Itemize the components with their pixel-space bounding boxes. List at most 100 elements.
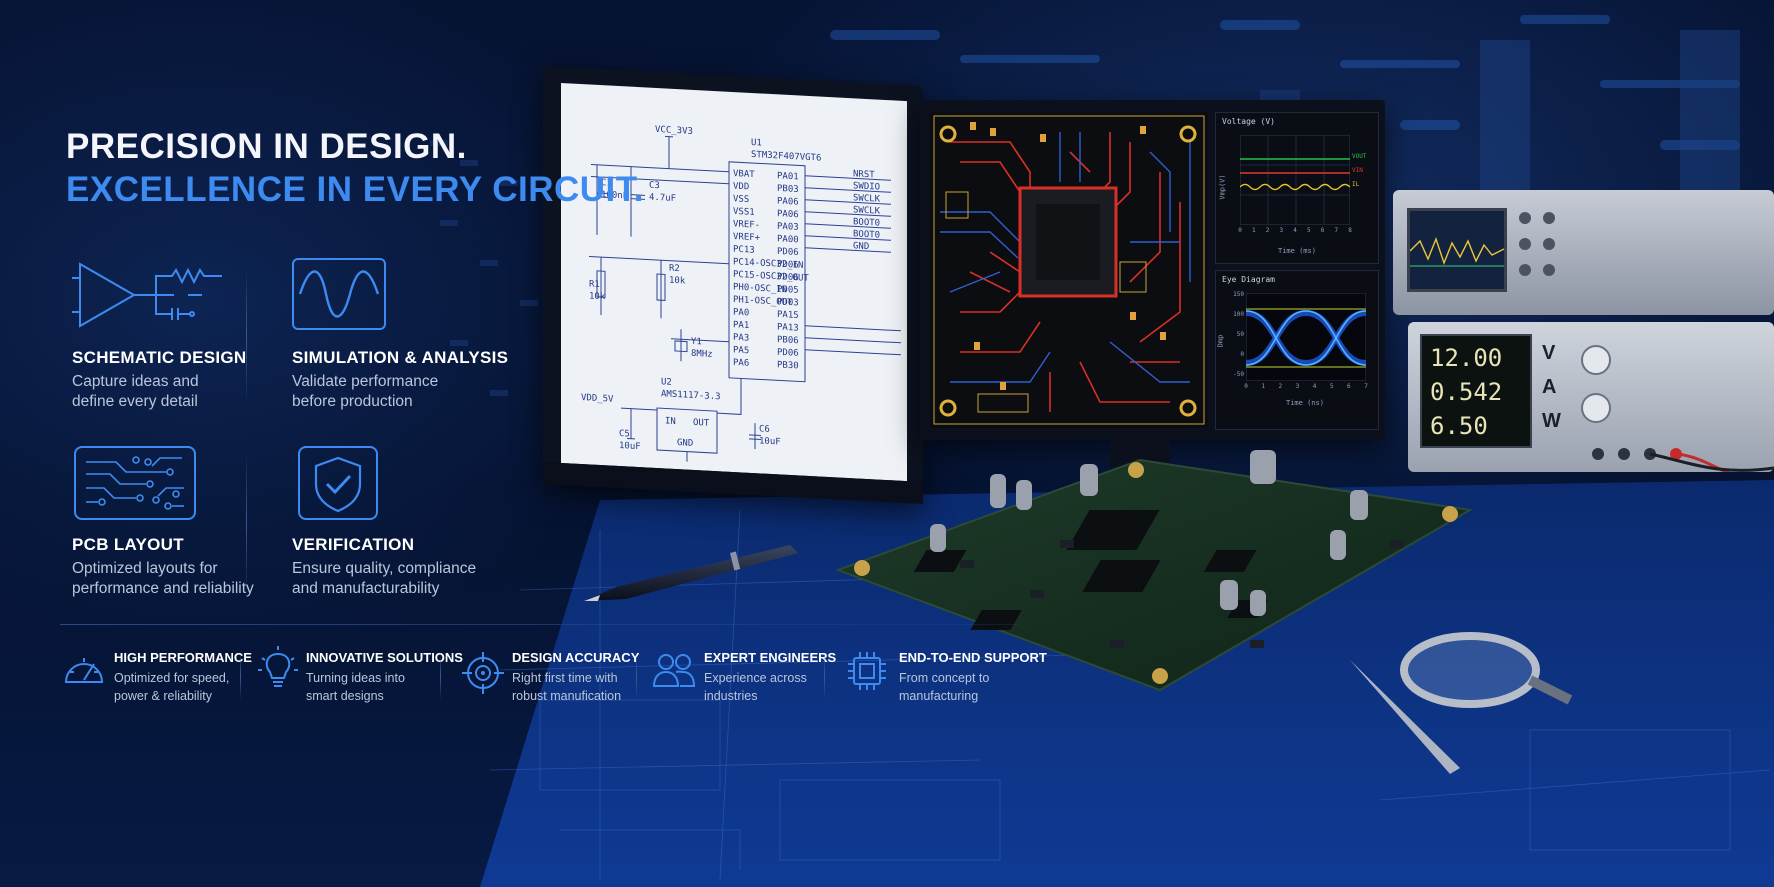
benefit-accuracy-desc-2: robust manufication bbox=[512, 689, 622, 703]
u1-right-pin: PA13 bbox=[777, 323, 799, 334]
legend-vout: VOUT bbox=[1352, 153, 1367, 160]
benefit-divider-1 bbox=[240, 652, 241, 700]
feature-schematic-desc-1: Capture ideas and bbox=[72, 373, 199, 390]
u2-part: AMS1117-3.3 bbox=[661, 389, 721, 402]
power-readout: 6.50 bbox=[1430, 412, 1488, 440]
vcc-label: VCC_3V3 bbox=[655, 125, 693, 137]
u1-right-pin: PB06 bbox=[777, 335, 799, 346]
u1-right-pin: PD05 bbox=[777, 285, 799, 296]
u1-right-pins: PA01PB03PA06PA06PA03PA00PD06PD06PD06PD05… bbox=[777, 171, 799, 371]
c1-label: C1 bbox=[601, 178, 612, 189]
u1-right-pin: PD06 bbox=[777, 260, 799, 271]
u1-left-pin: VDD bbox=[733, 182, 749, 193]
tick-label: 0 bbox=[1244, 383, 1248, 390]
legend-vin: VIN bbox=[1352, 167, 1363, 174]
u1-left-pin: PC14-OSC32_IN bbox=[733, 257, 803, 271]
tick-label: 6 bbox=[1347, 383, 1351, 390]
eye-diagram-title: Eye Diagram bbox=[1222, 275, 1275, 284]
u1-right-pin: PB30 bbox=[777, 360, 799, 371]
headline-line-2: EXCELLENCE IN EVERY CIRCUIT. bbox=[66, 170, 644, 209]
tick-label: 8 bbox=[1348, 227, 1352, 234]
chip-icon bbox=[846, 650, 888, 692]
c3-label: C3 bbox=[649, 181, 660, 192]
u1-right-pin: PA15 bbox=[777, 310, 799, 321]
benefit-engineers-title: EXPERT ENGINEERS bbox=[704, 650, 837, 665]
blueprint-desk bbox=[480, 480, 1774, 887]
net-label: BOOT0 bbox=[853, 217, 880, 228]
benefit-engineers-desc-1: Experience across bbox=[704, 671, 807, 685]
feature-verification-desc-1: Ensure quality, compliance bbox=[292, 560, 477, 577]
tick-label: 7 bbox=[1334, 227, 1339, 234]
benefit-engineers-desc-2: industries bbox=[704, 689, 758, 703]
reg-in-label: IN bbox=[665, 416, 676, 427]
u1-right-pin: PD03 bbox=[777, 297, 799, 308]
voltage-plot bbox=[1240, 135, 1350, 225]
schematic-drawing: VCC_3V3 U1 STM32F407VGT6 C1 100nF C3 4.7… bbox=[581, 125, 901, 462]
c6-value: 10uF bbox=[759, 436, 781, 447]
tick-label: 5 bbox=[1329, 383, 1334, 390]
shield-check-icon bbox=[298, 446, 378, 520]
current-readout: 0.542 bbox=[1430, 378, 1503, 406]
oscilloscope-screen bbox=[1407, 208, 1507, 292]
tick-label: 5 bbox=[1306, 227, 1311, 234]
benefit-innovative-title: INNOVATIVE SOLUTIONS bbox=[306, 650, 463, 665]
pcb-layout-screen bbox=[930, 112, 1208, 428]
benefit-performance-desc-1: Optimized for speed, bbox=[114, 671, 230, 685]
r1-label: R1 bbox=[589, 279, 600, 290]
reg-out-label: OUT bbox=[693, 418, 710, 429]
u1-left-pin: PA0 bbox=[733, 308, 749, 319]
u1-left-pin: PH1-OSC_OUT bbox=[733, 295, 793, 308]
u1-right-pin: PD06 bbox=[777, 348, 799, 359]
voltage-plot-title: Voltage (V) bbox=[1222, 117, 1275, 126]
speedometer-icon bbox=[62, 650, 106, 690]
pen bbox=[584, 545, 798, 601]
u1-part: STM32F407VGT6 bbox=[751, 150, 821, 164]
eye-diagram-xlabel: Time (ns) bbox=[1286, 399, 1324, 407]
power-unit: W bbox=[1542, 410, 1561, 432]
u1-left-pin: VBAT bbox=[733, 169, 755, 180]
power-supply-display: 12.00 0.542 6.50 bbox=[1420, 334, 1532, 448]
reg-gnd-label: GND bbox=[677, 438, 693, 449]
benefits-divider bbox=[60, 624, 1020, 625]
tick-label: 4 bbox=[1293, 227, 1297, 234]
tick-label: 100 bbox=[1233, 311, 1244, 318]
feature-verification-desc-2: and manufacturability bbox=[292, 580, 440, 597]
benefit-divider-3 bbox=[636, 652, 637, 700]
power-supply: 12.00 0.542 6.50 V A W bbox=[1408, 322, 1774, 472]
benefit-support-title: END-TO-END SUPPORT bbox=[899, 650, 1047, 665]
oscilloscope bbox=[1393, 190, 1774, 315]
voltage-plot-ylabel: Vmp(V) bbox=[1218, 174, 1227, 200]
u1-left-pin: VREF- bbox=[733, 219, 760, 230]
tick-label: -50 bbox=[1233, 371, 1244, 378]
u1-right-pin: PD06 bbox=[777, 272, 799, 283]
tick-label: 2 bbox=[1278, 383, 1283, 390]
u1-left-pin: PA5 bbox=[733, 345, 749, 356]
feature-schematic-title: SCHEMATIC DESIGN bbox=[72, 348, 247, 367]
feature-simulation-desc-2: before production bbox=[292, 393, 413, 410]
net-label: BOOT0 bbox=[853, 229, 880, 240]
c5-value: 10uF bbox=[619, 441, 641, 452]
tick-label: 6 bbox=[1320, 227, 1325, 234]
tick-label: 3 bbox=[1295, 383, 1300, 390]
schematic-icon bbox=[72, 258, 222, 333]
headline-line-1: PRECISION IN DESIGN. bbox=[66, 127, 467, 166]
tick-label: 2 bbox=[1265, 227, 1270, 234]
u1-right-pin: PA06 bbox=[777, 197, 799, 208]
benefit-support-desc-2: manufacturing bbox=[899, 689, 979, 703]
u1-right-pin: PA06 bbox=[777, 209, 799, 220]
il-trace bbox=[1240, 183, 1350, 191]
waveform-icon bbox=[292, 258, 386, 330]
tick-label: 4 bbox=[1312, 383, 1317, 390]
net-label: SWCLK bbox=[853, 205, 881, 216]
benefit-performance-title: HIGH PERFORMANCE bbox=[114, 650, 252, 665]
tick-label: 1 bbox=[1261, 383, 1265, 390]
schematic-monitor: VCC_3V3 U1 STM32F407VGT6 C1 100nF C3 4.7… bbox=[543, 66, 923, 504]
u1-left-pin: VSS bbox=[733, 194, 749, 205]
pcb-icon bbox=[74, 446, 196, 520]
feature-divider-bottom bbox=[246, 450, 247, 595]
target-icon bbox=[462, 652, 504, 694]
